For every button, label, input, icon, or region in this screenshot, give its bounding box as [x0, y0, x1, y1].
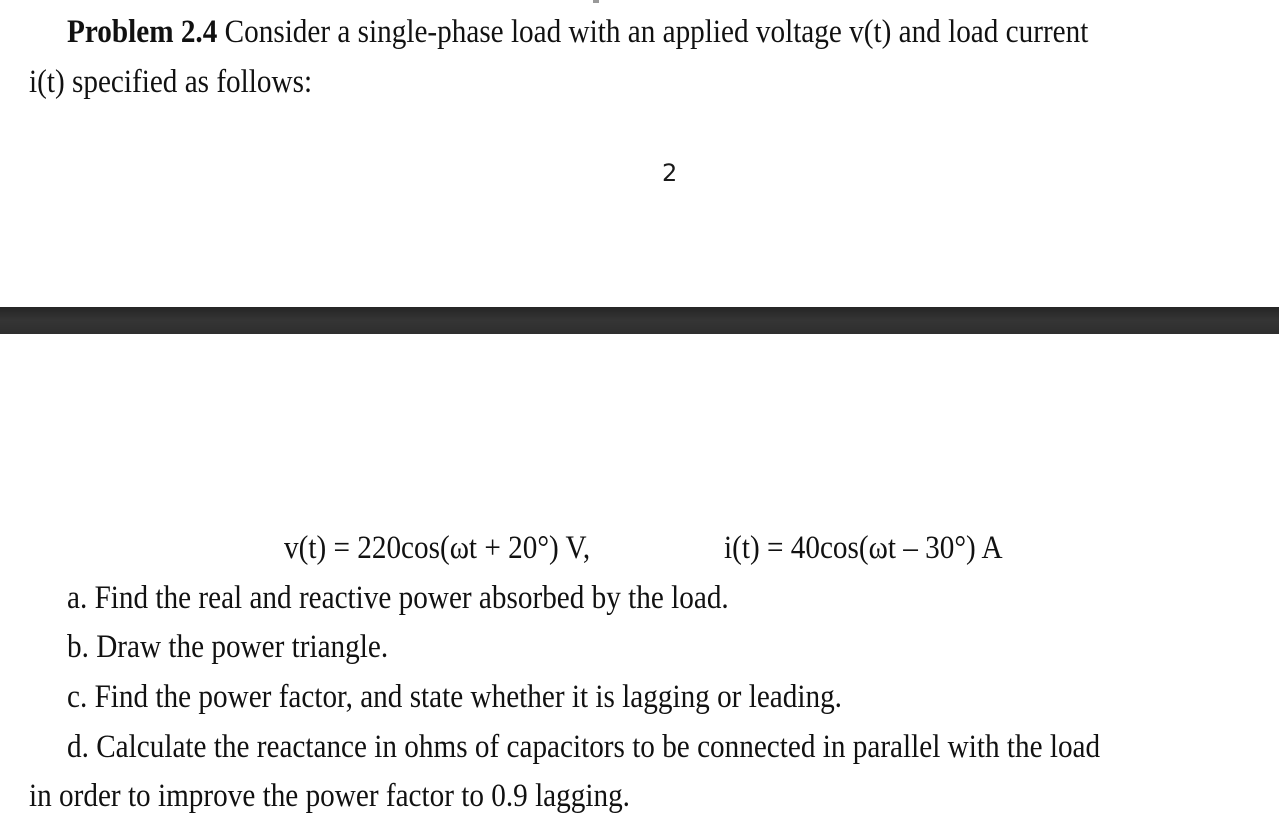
equation-voltage: v(t) = 220cos(ωt + 20°) V, — [284, 530, 591, 566]
problem-intro-line-2: i(t) specified as follows: — [29, 64, 313, 100]
page-separator — [0, 307, 1279, 334]
part-a: a. Find the real and reactive power abso… — [67, 580, 729, 616]
part-b: b. Draw the power triangle. — [67, 629, 389, 665]
page-number: 2 — [662, 159, 678, 187]
problem-intro-text: Consider a single-phase load with an app… — [217, 14, 1089, 50]
part-d-continued: in order to improve the power factor to … — [29, 778, 630, 814]
problem-label: Problem 2.4 — [67, 14, 218, 50]
problem-intro-line-1: Problem 2.4 Consider a single-phase load… — [67, 12, 1088, 52]
equation-current: i(t) = 40cos(ωt – 30°) A — [724, 530, 1003, 566]
scan-mark — [593, 0, 599, 3]
part-c: c. Find the power factor, and state whet… — [67, 679, 842, 715]
part-d: d. Calculate the reactance in ohms of ca… — [67, 729, 1101, 765]
